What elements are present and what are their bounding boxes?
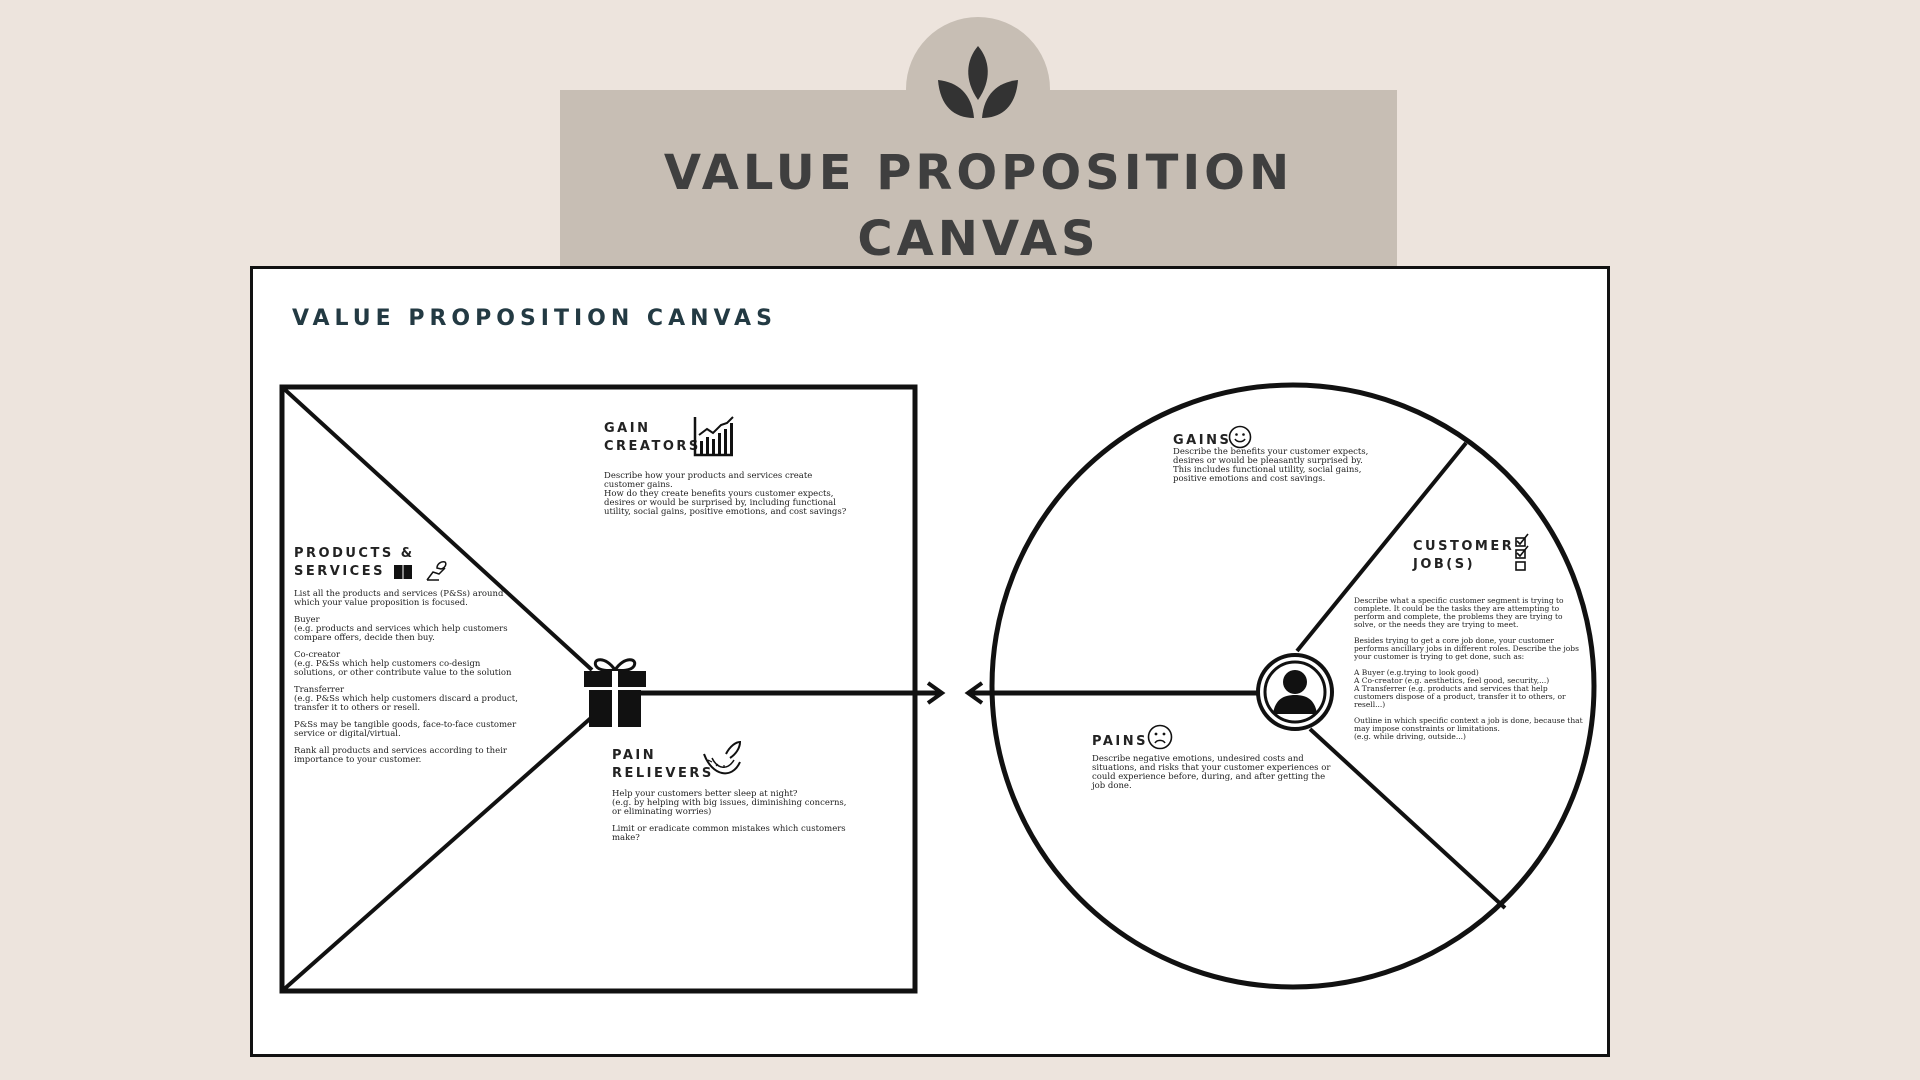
customer-jobs-description: Describe what a specific customer segmen… [1354, 597, 1586, 741]
arrow-head-left [964, 681, 984, 705]
leaf-sprout-icon [938, 46, 1018, 118]
cj-paragraph-4: Outline in which specific context a job … [1354, 717, 1586, 741]
cj-text-context: Outline in which specific context a job … [1354, 716, 1583, 733]
products-services-heading: PRODUCTS & SERVICES [294, 545, 415, 581]
gain-creators-heading-line-2: CREATORS [604, 439, 701, 454]
cj-text-cocreator: A Co-creator (e.g. aesthetics, feel good… [1354, 676, 1550, 685]
ps-paragraph-buyer: Buyer (e.g. products and services which … [294, 616, 524, 643]
value-map-square [279, 384, 918, 994]
gain-creators-text-1: Describe how your products and services … [604, 471, 813, 490]
pains-heading: PAINS [1092, 734, 1148, 749]
pr-text-3: Limit or eradicate common mistakes which… [612, 824, 846, 843]
ps-paragraph-1: List all the products and services (P&Ss… [294, 590, 524, 608]
pain-relievers-heading-line-1: PAIN [612, 748, 657, 763]
products-services-heading-line-2: SERVICES [294, 564, 385, 579]
ps-paragraph-cocreator: Co-creator (e.g. P&Ss which help custome… [294, 651, 524, 678]
service-hand-icon [426, 561, 447, 581]
ps-paragraph-tangible: P&Ss may be tangible goods, face-to-face… [294, 721, 524, 739]
page-title: VALUE PROPOSITION CANVAS [560, 140, 1397, 272]
customer-jobs-heading-line-2: JOB(S) [1413, 557, 1476, 572]
page-title-line-1: VALUE PROPOSITION [663, 145, 1294, 201]
ps-paragraph-1-text: List all the products and services (P&Ss… [294, 589, 504, 608]
gains-text-2: This includes functional utility, social… [1173, 465, 1362, 484]
page-title-line-2: CANVAS [857, 211, 1100, 267]
gains-heading: GAINS [1173, 433, 1232, 448]
ps-paragraph-transferrer: Transferrer (e.g. P&Ss which help custom… [294, 686, 524, 713]
cj-text-example: (e.g. while driving, outside...) [1354, 732, 1466, 741]
cj-text-2: Besides trying to get a core job done, y… [1354, 636, 1579, 661]
customer-jobs-heading: CUSTOMER JOB(S) [1413, 538, 1514, 574]
pain-relievers-description: Help your customers better sleep at nigh… [612, 790, 852, 843]
pr-paragraph-2: Limit or eradicate common mistakes which… [612, 825, 852, 843]
smiley-face-icon [1228, 425, 1252, 449]
pr-paragraph-1: Help your customers better sleep at nigh… [612, 790, 852, 817]
products-services-description: List all the products and services (P&Ss… [294, 590, 524, 765]
ps-buyer-label: Buyer [294, 615, 320, 625]
gift-icon [584, 658, 646, 727]
book-icon [394, 565, 412, 579]
ps-cocreator-label: Co-creator [294, 650, 341, 660]
checklist-icon [1515, 533, 1529, 571]
gain-creators-text-2: How do they create benefits yours custom… [604, 489, 847, 517]
ps-tangible-text: P&Ss may be tangible goods, face-to-face… [294, 720, 517, 739]
value-map-diagonal-bottom [280, 715, 594, 993]
ps-transferrer-label: Transferrer [294, 685, 345, 695]
pr-text-2: (e.g. by helping with big issues, dimini… [612, 798, 847, 817]
user-avatar-icon [1256, 653, 1334, 731]
customer-profile-circle [989, 382, 1597, 990]
cj-text-1: Describe what a specific customer segmen… [1354, 596, 1564, 629]
arrow-head-right [926, 681, 946, 705]
cj-paragraph-2: Besides trying to get a core job done, y… [1354, 637, 1586, 661]
cj-text-transferrer: A Transferrer (e.g. products and service… [1354, 684, 1566, 709]
customer-jobs-heading-line-1: CUSTOMER [1413, 539, 1515, 554]
ps-cocreator-text: (e.g. P&Ss which help customers co-desig… [294, 659, 512, 678]
gain-creators-heading-line-1: GAIN [604, 421, 651, 436]
ps-transferrer-text: (e.g. P&Ss which help customers discard … [294, 694, 518, 713]
pain-relievers-heading: PAIN RELIEVERS [612, 747, 714, 783]
gains-text-1: Describe the benefits your customer expe… [1173, 447, 1369, 466]
aloe-leaf-icon [703, 740, 742, 775]
pains-text-1: Describe negative emotions, undesired co… [1092, 754, 1331, 791]
gain-creators-description: Describe how your products and services … [604, 472, 854, 517]
pains-description: Describe negative emotions, undesired co… [1092, 755, 1332, 791]
pain-relievers-heading-line-2: RELIEVERS [612, 766, 714, 781]
value-map-diagonal-top [280, 385, 594, 672]
gains-description: Describe the benefits your customer expe… [1173, 448, 1393, 484]
pr-text-1: Help your customers better sleep at nigh… [612, 789, 798, 799]
board-title: VALUE PROPOSITION CANVAS [292, 306, 777, 331]
cj-text-buyer: A Buyer (e.g.trying to look good) [1354, 668, 1479, 677]
cj-paragraph-1: Describe what a specific customer segmen… [1354, 597, 1586, 629]
circle-divider-top [1295, 441, 1468, 653]
ps-paragraph-rank: Rank all products and services according… [294, 747, 524, 765]
circle-divider-bottom [1308, 727, 1507, 910]
ps-buyer-text: (e.g. products and services which help c… [294, 624, 508, 643]
gain-creators-heading: GAIN CREATORS [604, 420, 701, 456]
ps-rank-text: Rank all products and services according… [294, 746, 507, 765]
sad-face-icon [1147, 724, 1173, 750]
cj-paragraph-3: A Buyer (e.g.trying to look good) A Co-c… [1354, 669, 1586, 709]
growth-chart-icon [693, 416, 734, 457]
products-services-heading-line-1: PRODUCTS & [294, 546, 415, 561]
